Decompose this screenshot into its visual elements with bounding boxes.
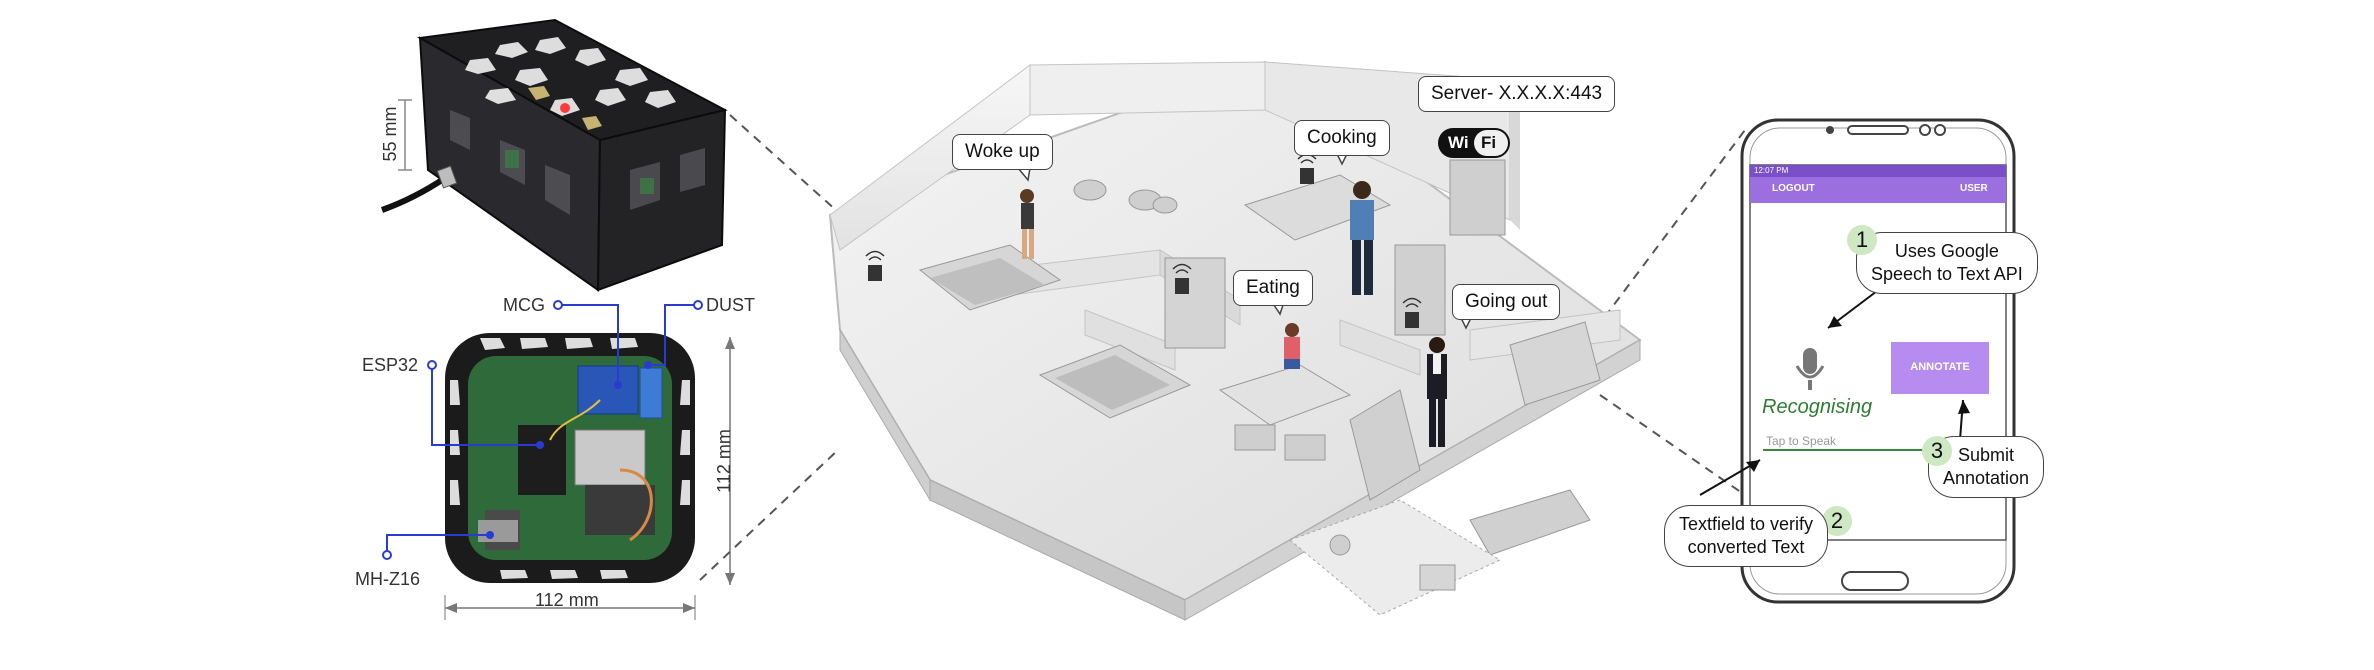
callout-textfield: Textfield to verify converted Text bbox=[1664, 505, 1829, 567]
server-label: Server- X.X.X.X:443 bbox=[1418, 76, 1616, 112]
sensor-box-photo bbox=[380, 18, 728, 292]
activity-going-out: Going out bbox=[1452, 284, 1561, 320]
speech-text-field[interactable]: Tap to Speak bbox=[1766, 434, 1837, 448]
person-woke-up bbox=[1020, 189, 1034, 259]
callout-speech-api-line1: Uses Google bbox=[1894, 241, 1999, 261]
activity-cooking: Cooking bbox=[1294, 120, 1390, 156]
activity-woke-up: Woke up bbox=[952, 134, 1053, 170]
zoom-lines bbox=[699, 114, 1746, 581]
callout-submit-line1: Submit bbox=[1958, 445, 2015, 465]
logout-button[interactable]: LOGOUT bbox=[1772, 183, 1815, 194]
pcb-depth-label: 112 mm bbox=[714, 429, 734, 493]
annotate-button[interactable]: ANNOTATE bbox=[1910, 361, 1970, 373]
status-time: 12:07 PM bbox=[1754, 166, 1789, 175]
wifi-logo-fi: Fi bbox=[1481, 133, 1497, 152]
callout-speech-api-line2: Speech to Text API bbox=[1871, 264, 2023, 284]
microphone-icon bbox=[1795, 348, 1825, 390]
callout-textfield-line2: converted Text bbox=[1687, 537, 1805, 557]
activity-eating: Eating bbox=[1233, 270, 1313, 306]
callout-speech-api: Uses Google Speech to Text API bbox=[1856, 232, 2038, 294]
callout-badge-2: 2 bbox=[1822, 506, 1852, 536]
user-button[interactable]: USER bbox=[1960, 183, 1988, 194]
mh-z16-label: MH-Z16 bbox=[355, 569, 421, 589]
callout-badge-1: 1 bbox=[1847, 225, 1877, 255]
wifi-logo bbox=[1438, 128, 1510, 158]
recognising-status: Recognising bbox=[1762, 396, 1873, 418]
person-going-out bbox=[1427, 337, 1447, 447]
wifi-logo-wi: Wi bbox=[1448, 133, 1469, 152]
person-eating bbox=[1284, 323, 1300, 369]
callout-badge-3: 3 bbox=[1922, 436, 1952, 466]
callout-textfield-line1: Textfield to verify bbox=[1679, 514, 1814, 534]
pcb-width-label: 112 mm bbox=[535, 590, 599, 610]
esp32-label: ESP32 bbox=[362, 355, 419, 375]
sensor-node-icons bbox=[865, 153, 1422, 328]
person-cooking bbox=[1350, 181, 1374, 295]
smart-home-model bbox=[828, 60, 1642, 621]
callout-submit-line2: Annotation bbox=[1943, 468, 2030, 488]
mcg-label: MCG bbox=[503, 295, 545, 315]
pcb-photo bbox=[382, 300, 735, 620]
dust-label: DUST bbox=[706, 295, 755, 315]
box-height-label: 55 mm bbox=[380, 106, 400, 162]
